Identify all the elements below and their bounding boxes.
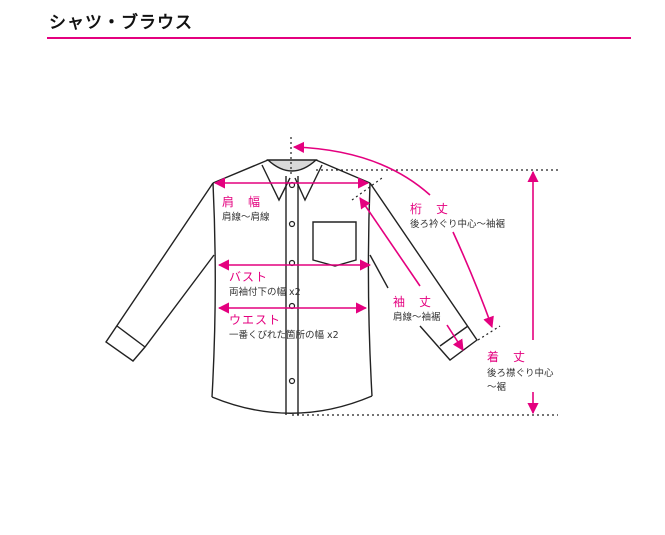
measure-arrows (213, 141, 539, 415)
yuki-arrow-bottom (452, 231, 494, 329)
shoulder-desc: 肩線〜肩線 (222, 212, 270, 223)
title-underline (47, 37, 631, 39)
sleeve-desc: 肩線〜袖裾 (393, 312, 441, 323)
waist-label: ウエスト (229, 313, 282, 327)
sleeve-arrow-top (359, 197, 421, 287)
collar-band (266, 159, 318, 172)
hem (211, 395, 373, 414)
page-title: シャツ・ブラウス (49, 13, 193, 33)
guide-lines (290, 137, 558, 416)
length-desc-2: 〜裾 (487, 379, 507, 393)
yuki-label: 桁 丈 (410, 202, 450, 216)
length-label: 着 丈 (487, 348, 527, 365)
length-desc-1: 後ろ襟ぐり中心 (487, 365, 554, 379)
pocket (312, 221, 357, 267)
bust-desc: 両袖付下の幅 x2 (229, 287, 301, 298)
bust-label: バスト (229, 270, 269, 284)
waist-desc: 一番くびれた箇所の幅 x2 (229, 330, 339, 341)
buttons (288, 181, 296, 385)
shoulder-label: 肩 幅 (222, 195, 262, 209)
left-sleeve-outer (105, 182, 215, 362)
left-shoulder (212, 159, 269, 184)
yuki-arrow-top (292, 141, 431, 196)
shirt-outline (105, 159, 478, 415)
yuki-desc: 後ろ衿ぐり中心〜袖裾 (410, 219, 506, 230)
sleeve-arrow-bottom (446, 324, 464, 351)
body-left (211, 182, 216, 398)
right-sleeve-inner (369, 254, 389, 289)
left-cuff-line (116, 325, 146, 348)
sleeve-label: 袖 丈 (393, 295, 433, 309)
right-shoulder (315, 159, 371, 184)
